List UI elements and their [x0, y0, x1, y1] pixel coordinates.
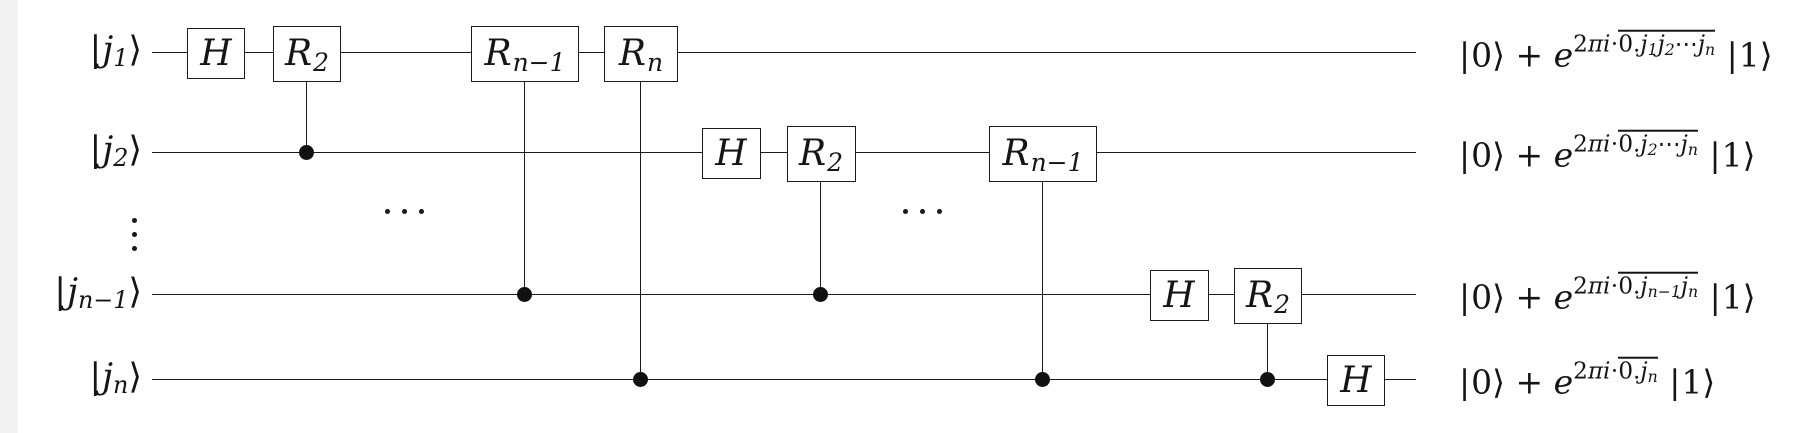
control-dot-rn-1-j1	[516, 286, 532, 302]
hdots-ellipsis-1-dot-2	[401, 208, 407, 214]
hdots-ellipsis-1-dot-3	[418, 208, 424, 214]
wire-line-j2	[152, 152, 1416, 153]
wire-line-j1	[152, 52, 1416, 53]
input-ket-label-jn-1: |jn−1⟩	[54, 271, 142, 315]
hdots-ellipsis-2-dot-1	[902, 208, 908, 214]
gate-h-jn-1: H	[1149, 270, 1209, 321]
wire-line-jn	[152, 379, 1416, 380]
input-ket-label-j1: |j1⟩	[89, 29, 142, 73]
control-line-r2-j1	[306, 52, 307, 152]
control-dot-rn-j1	[632, 371, 648, 387]
vdots-ellipsis-dot-2	[131, 231, 137, 237]
gate-h-jn: H	[1327, 355, 1385, 406]
gate-h-j1: H	[187, 28, 245, 79]
control-line-rn-j1	[640, 52, 641, 379]
control-dot-rn-1-j2	[1034, 371, 1050, 387]
control-dot-r2-j2	[812, 286, 828, 302]
input-ket-label-j2: |j2⟩	[89, 129, 142, 173]
wire-line-jn-1	[152, 294, 1416, 295]
control-line-rn-1-j1	[524, 52, 525, 294]
control-line-r2-jn-1	[1267, 294, 1268, 379]
control-dot-r2-jn-1	[1259, 371, 1275, 387]
output-state-label-j2: |0⟩ + e2πi⋅0.j2⋯jn |1⟩	[1458, 129, 1755, 175]
hdots-ellipsis-2-dot-3	[936, 208, 942, 214]
page-edge-strip	[0, 0, 18, 433]
control-dot-r2-j1	[298, 144, 314, 160]
gate-h-j2: H	[701, 128, 761, 179]
output-state-label-jn: |0⟩ + e2πi⋅0.jn |1⟩	[1458, 356, 1715, 402]
vdots-ellipsis-dot-1	[131, 217, 137, 223]
hdots-ellipsis-1-dot-1	[384, 208, 390, 214]
output-state-label-j1: |0⟩ + e2πi⋅0.j1j2⋯jn |1⟩	[1458, 29, 1773, 75]
control-line-r2-j2	[820, 152, 821, 294]
hdots-ellipsis-2-dot-2	[919, 208, 925, 214]
vdots-ellipsis-dot-3	[131, 245, 137, 251]
output-state-label-jn-1: |0⟩ + e2πi⋅0.jn−1jn |1⟩	[1458, 271, 1756, 317]
control-line-rn-1-j2	[1042, 152, 1043, 379]
input-ket-label-jn: |jn⟩	[89, 356, 142, 400]
